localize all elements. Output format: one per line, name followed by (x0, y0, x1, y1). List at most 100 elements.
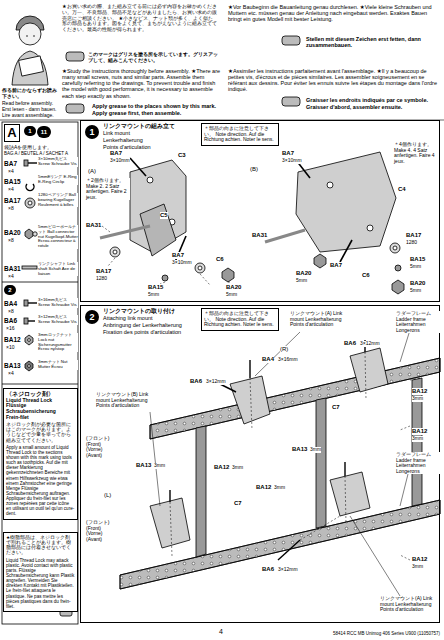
node-text: Anbringung der Lenkerhalterung (103, 322, 199, 328)
part-code: C7 (234, 500, 242, 507)
part-code: BA15 (148, 284, 163, 291)
note-text: ★Assimiler les instructions parfaitement… (228, 68, 440, 93)
part-code: BA7 (110, 150, 122, 157)
note-text: ★Vor Baubeginn die Bauanleitung genau du… (228, 4, 440, 22)
node-text: A (5, 125, 19, 141)
part-code: Apply grease to the places shown by this… (92, 103, 222, 109)
note-text: ×4 (8, 169, 14, 175)
note-text: 58414 RCC MB Unimog 406 Series U900 (110… (300, 631, 440, 636)
node-text: Flüssige Schraubensicherung (6, 403, 75, 414)
part-code: BA12 (256, 484, 271, 491)
node-text: Fixation des points d'articulation (103, 329, 199, 335)
part-code: BA31 (4, 265, 21, 272)
note-box: 〈ネジロック剤〉Liquid Thread LockFlüssige Schra… (3, 388, 78, 520)
note-text: ×4 (8, 187, 14, 193)
note-text: ×8 (8, 238, 14, 244)
part-code: BA20 (226, 284, 241, 291)
part-code: BA6 (190, 378, 202, 385)
note-text: ×16 (6, 326, 14, 332)
node-text: 〈ネジロック剤〉 (6, 391, 75, 398)
note-text: Lire avant assemblage. (2, 113, 60, 119)
part-code: C3 (178, 152, 186, 159)
note-text: 5mm (410, 264, 421, 270)
note-text: リンクマウント(A) Link mount Lenkerhalterung Po… (290, 311, 348, 328)
callout-number: 2 (4, 285, 16, 295)
node-text: ★樹脂部品は、ネジロック剤で割れることがあります。樹脂部品には付着させないでくだ… (6, 535, 75, 556)
note-text: (B) (250, 166, 258, 173)
note-box: ＊部品の向きに注意して下さい。 Note direction. Auf die … (201, 123, 279, 146)
step-panel: 2リンクマウントの取り付けAttaching link mountAnbring… (80, 305, 440, 623)
note-text: Erst lesen - dann bauen. (2, 107, 60, 113)
node-text: Link mount (103, 130, 199, 136)
part-code: BA15 (410, 256, 425, 263)
note-text: (フロント) (Front) (Vorne) (Avant) (86, 436, 118, 458)
part-code: Graisser d'abord, assembler ensuite. (306, 104, 440, 110)
node-text: Frein-filet (6, 415, 75, 421)
note-text: 1280 (96, 276, 107, 282)
part-code: このマークはグリスを塗る所を示しています。グリスアップして、組みこんでください。 (88, 52, 218, 64)
part-code: BA6 (262, 566, 274, 573)
note-text: (A) (88, 168, 96, 175)
part-code: BA6 (4, 317, 17, 324)
note-text: 5mmピローボールナット Ball connector nut Kugelkop… (38, 225, 78, 249)
note-text: 3×16mm丸ビス Screw Schraube Vis (38, 298, 78, 308)
note-text: 3×10mm (172, 260, 192, 266)
note-text: ×8 (8, 309, 14, 315)
note-text: 3mmナット Nut Mutter Écrou (38, 360, 78, 370)
part-code: BA12 (412, 388, 427, 395)
part-code: BA13 (292, 446, 307, 453)
part-code: BA12 (4, 336, 21, 343)
part-code: C4 (398, 186, 406, 193)
note-text: 袋詰Aを使用します。 (4, 145, 76, 151)
note-box: ★樹脂部品は、ネジロック剤で割れることがあります。樹脂部品には付着させないでくだ… (3, 532, 78, 612)
part-code: BA12 (412, 556, 427, 563)
callout-number: 1 (24, 126, 36, 136)
note-text: 3mm (232, 465, 243, 471)
part-code: BA31 (86, 222, 101, 229)
note-text: ★Study the instructions thoroughly befor… (62, 68, 222, 99)
note-text: 3×12mm丸ビス Screw Schraube Vis (38, 315, 78, 325)
part-code: BA20 (410, 280, 425, 287)
note-text: ★お買い求めの際、また組み立てる前には必ず内容をお確かめください。万一、不良部品… (62, 4, 217, 33)
part-code: BA17 (4, 197, 21, 204)
note-text: リンクシャフト Link shaft Schaft Axe de liaison (38, 262, 78, 276)
note-text: 1280ベアリング Ball bearing Kugellager Roulem… (38, 193, 78, 207)
part-code: BA20 (296, 270, 311, 277)
note-text: 3×12mm (360, 341, 380, 347)
note-text: 3×12mm (206, 379, 226, 385)
node-text: ＊部品の向きに注意して下さい。 Note direction. Auf die … (204, 311, 276, 328)
part-code: BA20 (4, 229, 21, 236)
note-text: 3×10mm (110, 158, 130, 164)
note-text: 3mm (412, 436, 423, 442)
node-text: リンクマウントの取り付け (103, 308, 199, 314)
note-text: 5mm (296, 278, 307, 284)
part-code: BA7 (4, 160, 17, 167)
note-text: 5mm (226, 292, 237, 298)
note-text: 3×10mm丸ビス Screw Schraube Vis (38, 157, 78, 167)
node-text: ＊部品の向きに注意して下さい。 Note direction. Auf die … (204, 126, 276, 143)
note-text: リンクマウント(B) Link mount Lenkerhalterung Po… (96, 392, 154, 409)
node-text: 2 (85, 310, 99, 324)
part-code: BA12 (412, 428, 427, 435)
part-code: Apply grease first, then assemble. (92, 110, 222, 116)
note-text: 3×12mm (278, 567, 298, 573)
part-code: BA4 (262, 356, 274, 363)
note-text: ×4 (8, 371, 14, 377)
note-text: 3mm (154, 463, 165, 469)
part-code: BA13 (136, 462, 151, 469)
part-code: C6 (216, 256, 224, 263)
part-code: C6 (362, 272, 370, 279)
node-text: Lenkerhalterung (103, 137, 199, 143)
note-text: 3mm (310, 447, 321, 453)
node-text: 1 (85, 125, 99, 139)
note-text: 3×10mm (282, 158, 302, 164)
note-text: ＊4個作ります。 Make 4. 4 Satz anfertigen. Fair… (394, 142, 438, 164)
callout-number: 11 (37, 126, 51, 138)
note-text: ×8 (8, 206, 14, 212)
note-text: 3mmロックナット Lock nut Sicherungsmutter Écro… (38, 333, 78, 352)
node-text: リンクマウントの組み立て (103, 123, 199, 129)
part-code: Stellen mit diesem Zeichen erst fetten, … (306, 36, 440, 48)
part-code: BA12 (214, 464, 229, 471)
note-text: ＊2個作ります。 Make 2. 2 Satz anfertigen. Fair… (86, 178, 130, 200)
note-text: 3mm (412, 396, 423, 402)
